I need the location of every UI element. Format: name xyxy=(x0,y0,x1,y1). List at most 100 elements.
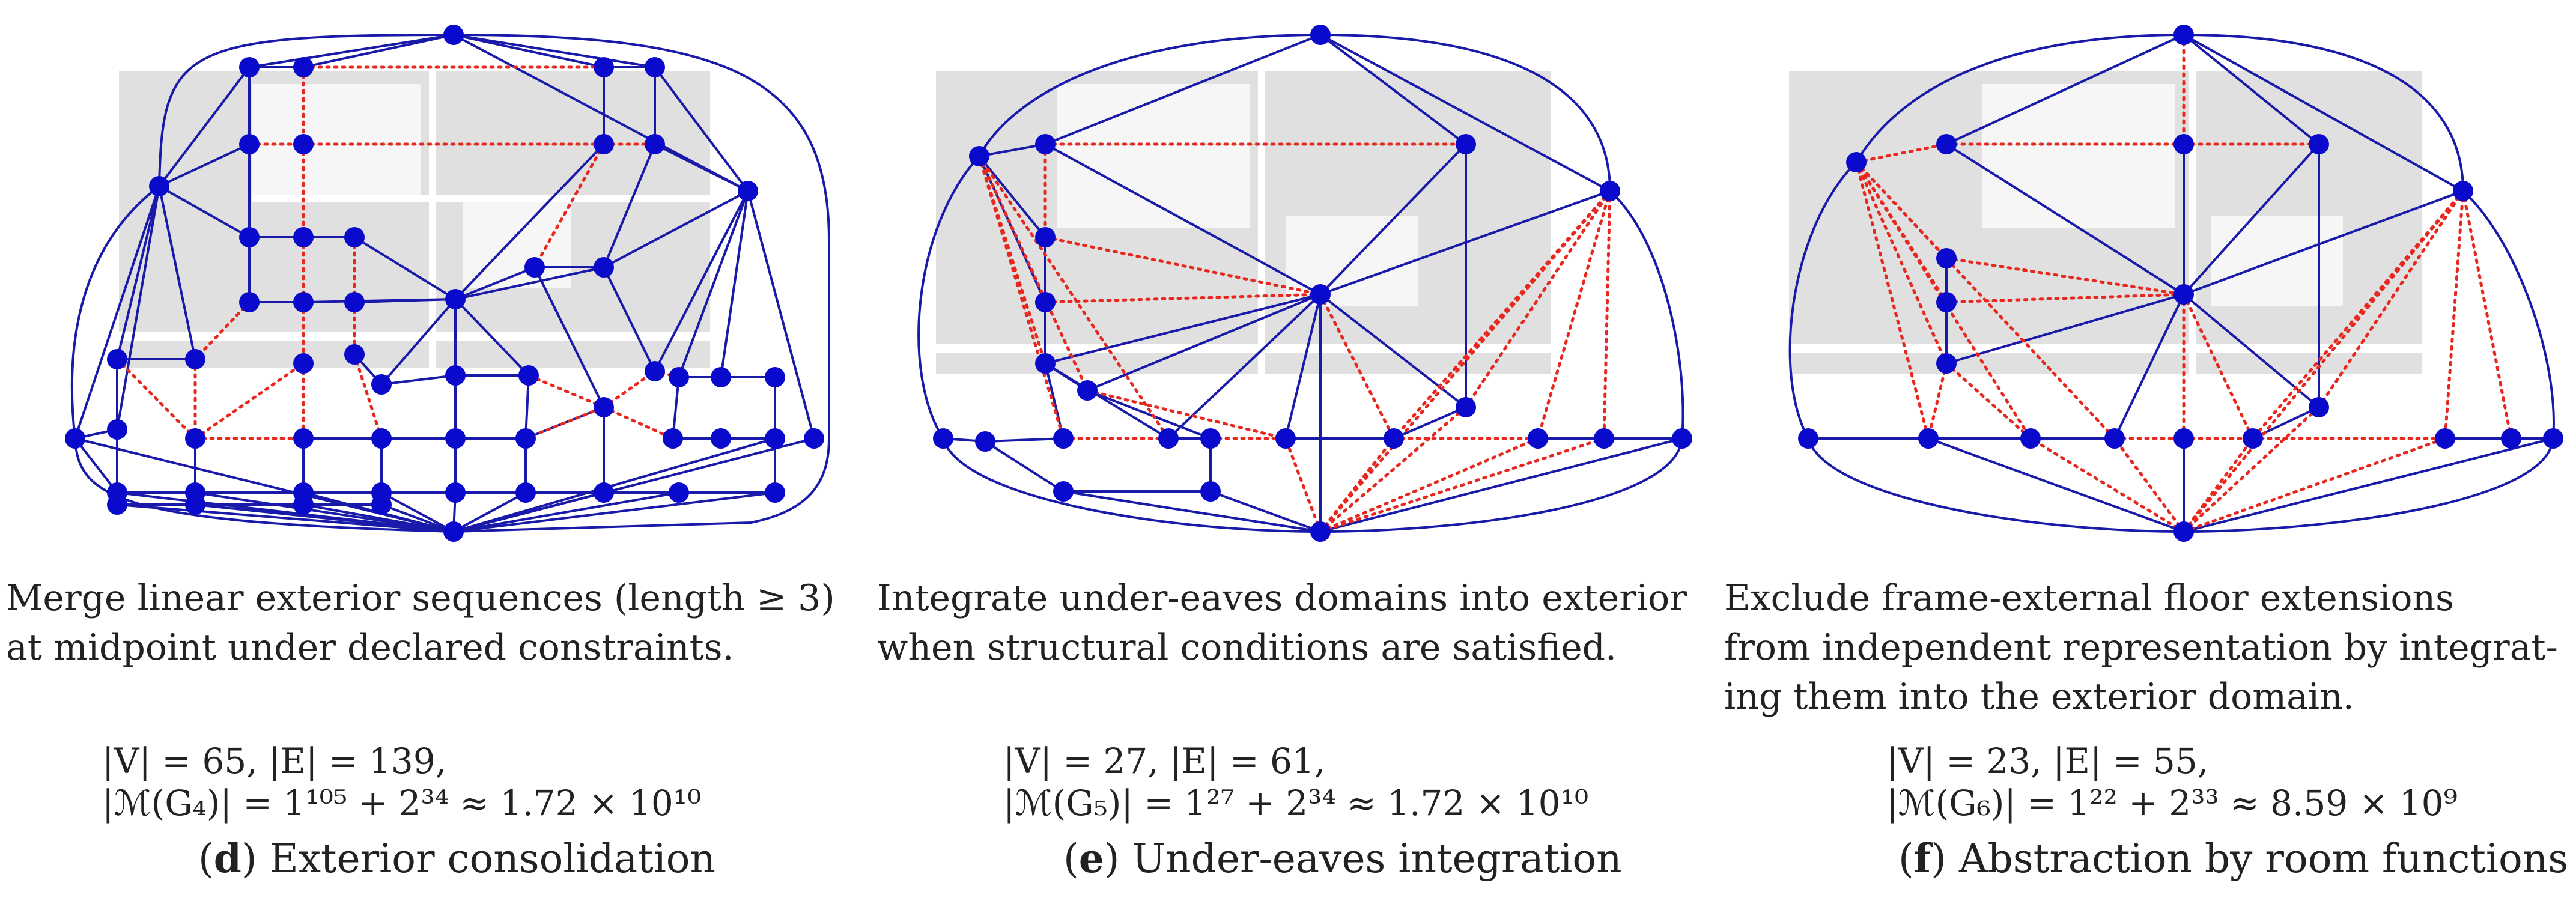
graph-node xyxy=(645,57,665,77)
graph-node xyxy=(1936,353,1957,374)
exterior-edge xyxy=(978,34,1321,157)
graph-node xyxy=(765,482,785,503)
solid-edge xyxy=(1284,293,1322,440)
graph-node xyxy=(518,365,539,386)
dotted-edge xyxy=(977,154,1047,365)
graph-node xyxy=(1672,428,1692,449)
graph-node xyxy=(1053,481,1074,502)
caption-letter: e xyxy=(1078,835,1104,882)
graph-node xyxy=(2309,134,2329,154)
solid-edge xyxy=(984,437,1065,443)
caption-text: Under-eaves integration xyxy=(1132,836,1622,882)
dotted-edge xyxy=(977,154,1170,440)
graph-node xyxy=(1310,25,1331,45)
graph-statistics: |V| = 65, |E| = 139, |ℳ(G₄)| = 1¹⁰⁵ + 2³… xyxy=(102,740,701,824)
graph-node xyxy=(65,428,85,449)
graph-node xyxy=(185,349,205,369)
solid-edge xyxy=(380,491,455,533)
solid-edge xyxy=(454,266,536,300)
solid-edge xyxy=(747,190,815,440)
dotted-edge xyxy=(533,142,606,269)
graph-node xyxy=(1035,292,1056,312)
solid-edge xyxy=(2183,34,2464,192)
graph-edges xyxy=(1788,33,2555,533)
graph-node xyxy=(239,227,260,247)
description-line-2: when structural conditions are satisfied… xyxy=(877,626,1617,669)
caption-text: Abstraction by room functions xyxy=(1958,836,2569,882)
description-line-1: Exclude frame-external floor extensions xyxy=(1724,577,2454,619)
vertex-edge-count: |V| = 27, |E| = 61, xyxy=(1003,741,1326,781)
graph-node xyxy=(445,482,466,503)
graph-node xyxy=(1310,284,1331,305)
solid-edge xyxy=(524,374,530,440)
solid-edge xyxy=(116,185,160,360)
solid-edge xyxy=(454,298,530,377)
graph-node xyxy=(1200,481,1221,502)
caption-letter: d xyxy=(213,835,242,882)
graph-nodes xyxy=(933,25,1692,542)
graph-node xyxy=(1918,428,1939,449)
graph-node xyxy=(185,494,205,515)
description-line-1: Integrate under-eaves domains into exter… xyxy=(877,577,1687,619)
solid-edge xyxy=(248,34,455,68)
matching-count: |ℳ(G₄)| = 1¹⁰⁵ + 2³⁴ ≈ 1.72 × 10¹⁰ xyxy=(102,783,702,824)
matching-count: |ℳ(G₆)| = 1²² + 2³³ ≈ 8.59 × 10⁹ xyxy=(1886,783,2458,824)
dotted-edge xyxy=(524,405,606,440)
solid-edge xyxy=(452,491,680,533)
solid-edge xyxy=(1044,34,1322,145)
dotted-edge xyxy=(1043,293,1322,304)
graph-node xyxy=(2435,428,2455,449)
solid-edge xyxy=(1044,143,1322,296)
solid-edge xyxy=(116,503,455,533)
description-line-1: Merge linear exterior sequences (length … xyxy=(6,577,835,619)
dotted-edge xyxy=(1086,389,1287,440)
graph-edges xyxy=(917,34,1684,533)
panel-f: Exclude frame-external floor extensions … xyxy=(1718,0,2576,898)
solid-edge xyxy=(1086,293,1322,392)
solid-edge xyxy=(158,143,251,187)
graph-node xyxy=(107,419,127,440)
solid-edge xyxy=(603,190,749,268)
dotted-edge xyxy=(1319,437,1540,533)
graph-node xyxy=(293,57,314,77)
description-line-2: from independent representation by integ… xyxy=(1724,626,2558,669)
solid-edge xyxy=(452,34,749,192)
dotted-edge xyxy=(2182,405,2321,533)
dotted-edge xyxy=(977,154,1065,440)
solid-edge xyxy=(978,143,1046,157)
graph-node xyxy=(594,397,614,417)
graph-diagram-f xyxy=(1779,25,2563,542)
graph-node xyxy=(149,176,169,196)
dotted-edge xyxy=(1319,405,1468,533)
dotted-edge xyxy=(1855,142,1948,164)
graph-node xyxy=(975,431,995,452)
graph-node xyxy=(1936,292,1957,312)
graph-node xyxy=(293,353,314,374)
panel-d: Merge linear exterior sequences (length … xyxy=(0,0,859,898)
graph-node xyxy=(2174,134,2194,154)
graph-node xyxy=(1035,353,1056,374)
solid-edge xyxy=(1945,143,2185,296)
solid-edge xyxy=(302,298,457,303)
dotted-edge xyxy=(2182,293,2255,440)
graph-node xyxy=(293,292,314,312)
solid-edge xyxy=(678,190,749,378)
graph-node xyxy=(524,257,545,278)
graph-node xyxy=(669,367,689,387)
graph-node xyxy=(765,428,785,449)
graph-node xyxy=(594,482,614,503)
graph-node xyxy=(1600,181,1620,201)
graph-node xyxy=(293,227,314,247)
graph-node xyxy=(711,367,731,387)
solid-edge xyxy=(452,437,776,533)
graph-node xyxy=(293,428,314,449)
solid-edge xyxy=(452,437,815,533)
solid-edge xyxy=(452,491,527,533)
caption-letter: f xyxy=(1913,835,1931,882)
solid-edge xyxy=(353,236,457,300)
graph-node xyxy=(371,374,392,395)
dotted-edge xyxy=(2182,437,2447,533)
exterior-edge xyxy=(2183,34,2464,192)
graph-node xyxy=(1035,134,1056,154)
graph-node xyxy=(2174,521,2194,542)
